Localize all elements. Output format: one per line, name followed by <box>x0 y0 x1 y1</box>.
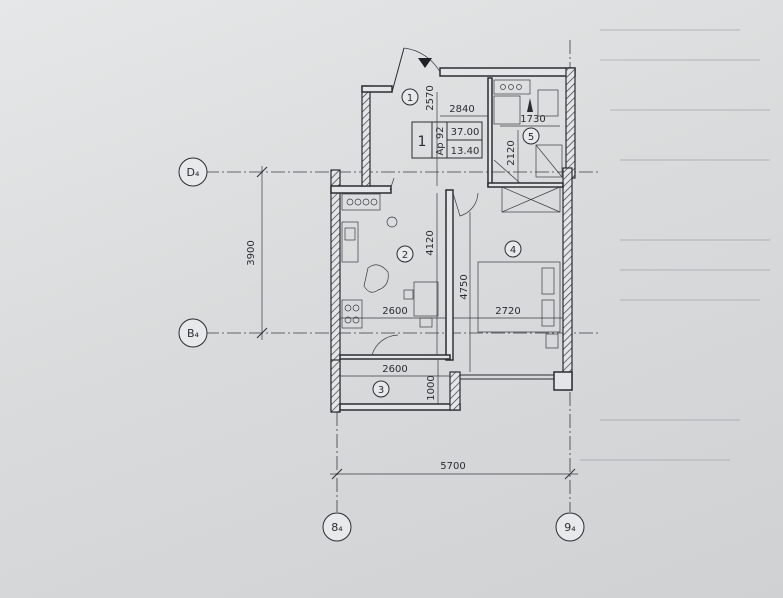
room-marker-4: 4 <box>504 240 522 258</box>
dimension-axis-spacing: 3900 <box>246 166 268 340</box>
walls <box>330 67 576 413</box>
toilet <box>537 89 559 117</box>
axis-bubble-9: 9₄ <box>555 512 585 542</box>
axis-label-b: B₄ <box>187 327 200 340</box>
axis-bubble-d: D₄ <box>178 157 208 187</box>
axis-bubble-b: B₄ <box>178 318 208 348</box>
bath-arrow-icon <box>527 98 533 112</box>
stove <box>341 299 363 329</box>
axis-lines <box>205 40 600 512</box>
svg-text:2: 2 <box>402 250 408 261</box>
dim-hall-depth: 2570 <box>425 85 436 110</box>
dim-overall-width: 5700 <box>440 461 465 472</box>
room-marker-2: 2 <box>396 245 414 263</box>
apartment-tag: 1 Ap 92 37.00 13.40 <box>411 121 483 159</box>
sink <box>493 95 521 125</box>
dim-kitchen-width: 2600 <box>382 306 407 317</box>
dim-room-width: 2720 <box>495 306 520 317</box>
kitchen-counter-top <box>341 193 381 211</box>
svg-text:4: 4 <box>510 245 516 256</box>
axis-label-9: 9₄ <box>564 521 576 534</box>
dim-bath-width: 1730 <box>520 114 545 125</box>
entrance-door <box>391 47 441 93</box>
internal-dimension-lines <box>340 92 563 404</box>
area-living: 13.40 <box>451 146 480 157</box>
apartment-number: 1 <box>418 134 427 150</box>
dining-table <box>413 281 439 317</box>
room-marker-3: 3 <box>372 380 390 398</box>
entrance-arrow-icon <box>418 58 432 68</box>
shower <box>535 144 563 178</box>
kitchen-appliance <box>363 264 389 293</box>
dimension-overall-width: 5700 <box>330 461 578 480</box>
axis-label-d: D₄ <box>187 166 200 179</box>
door-swings <box>371 177 479 356</box>
room-marker-1: 1 <box>401 88 419 106</box>
apartment-code: Ap 92 <box>435 126 446 155</box>
kitchen-sink <box>341 221 359 263</box>
dim-kitchen-depth: 4120 <box>425 230 436 255</box>
bath-fixtures <box>493 79 563 184</box>
dim-room-depth: 4750 <box>459 274 470 299</box>
axis-label-8: 8₄ <box>331 521 343 534</box>
bath-counter <box>493 79 531 95</box>
dim-bath-depth: 2120 <box>506 140 517 165</box>
svg-text:3: 3 <box>378 385 384 396</box>
bath-door-swing <box>493 159 521 184</box>
background-text-texture <box>580 29 770 461</box>
dim-axis-spacing: 3900 <box>246 240 257 265</box>
dim-hall-length: 2840 <box>449 104 474 115</box>
room-marker-5: 5 <box>522 127 540 145</box>
kitchen-furniture <box>341 193 439 329</box>
svg-text:1: 1 <box>407 93 413 104</box>
dim-balcony-width: 2600 <box>382 364 407 375</box>
axis-bubble-8: 8₄ <box>322 512 352 542</box>
bed <box>477 261 561 349</box>
svg-text:5: 5 <box>528 132 534 143</box>
fan <box>386 216 398 228</box>
area-total: 37.00 <box>451 127 480 138</box>
dim-balcony-depth: 1000 <box>426 375 437 400</box>
